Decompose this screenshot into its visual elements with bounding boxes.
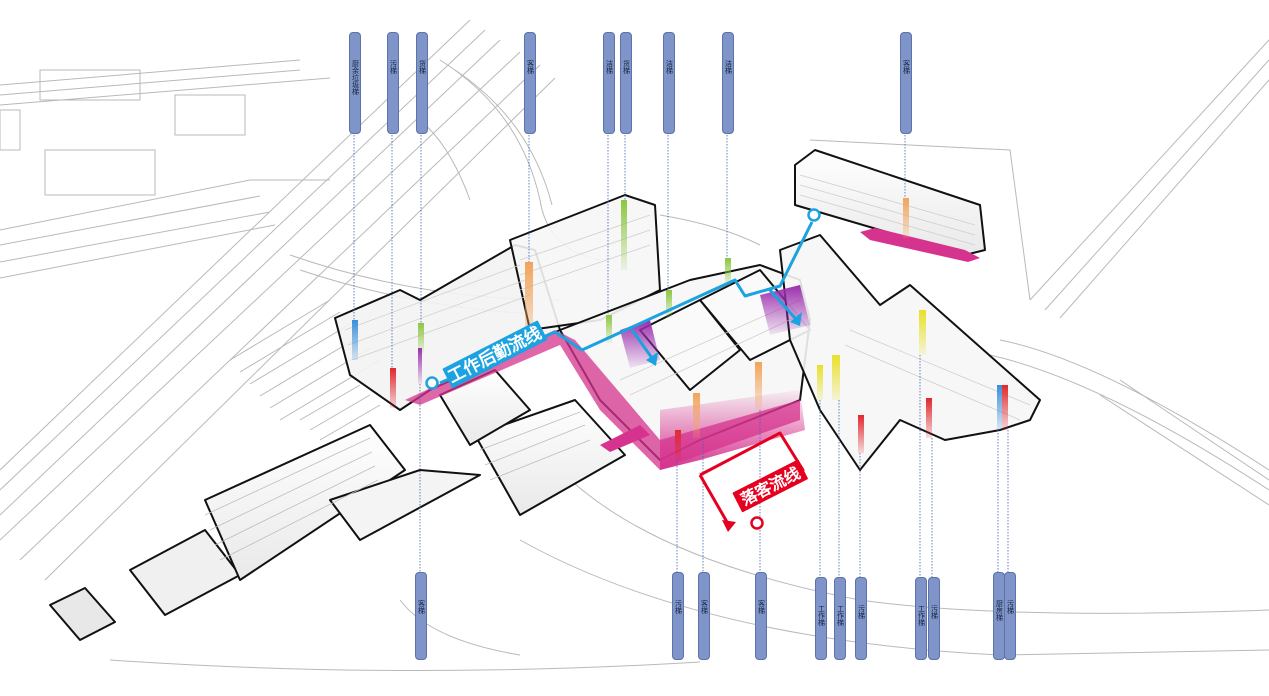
tag-passenger-elevator: 客梯 bbox=[524, 32, 536, 134]
tag-freight-elevator: 货梯 bbox=[620, 32, 632, 134]
tag-dirty-elevator: 污梯 bbox=[387, 32, 399, 134]
tag-passenger-elevator: 客梯 bbox=[415, 572, 427, 660]
staff-flow-start-marker bbox=[425, 376, 439, 390]
staff-flow-end-marker bbox=[807, 208, 821, 222]
tag-clean-elevator: 洁梯 bbox=[663, 32, 675, 134]
tag-dirty-elevator: 污梯 bbox=[928, 577, 940, 660]
tag-dirty-elevator: 污梯 bbox=[855, 577, 867, 660]
visitor-flow-end-marker bbox=[750, 516, 764, 530]
tag-staff-elevator: 工作梯 bbox=[815, 577, 827, 660]
staff-flow-route bbox=[439, 221, 814, 385]
tag-passenger-elevator: 客梯 bbox=[755, 572, 767, 660]
lower-blocks bbox=[49, 369, 626, 641]
tag-passenger-elevator: 客梯 bbox=[698, 572, 710, 660]
tag-passenger-elevator: 客梯 bbox=[900, 32, 912, 134]
tag-clean-elevator: 洁梯 bbox=[603, 32, 615, 134]
tag-staff-elevator: 工作梯 bbox=[834, 577, 846, 660]
service-path bbox=[405, 228, 980, 470]
tag-staff-elevator: 工作梯 bbox=[915, 577, 927, 660]
leader-lines bbox=[353, 132, 1009, 577]
visitor-flow-arrow bbox=[722, 520, 736, 532]
tag-dirty-elevator: 污梯 bbox=[672, 572, 684, 660]
tag-dirty-elevator: 污梯 bbox=[1004, 572, 1016, 660]
staff-flow-arrows bbox=[646, 312, 802, 366]
tag-freight-elevator: 货梯 bbox=[416, 32, 428, 134]
tag-clean-elevator: 洁梯 bbox=[722, 32, 734, 134]
visitor-flow-label-group: 落客流线 bbox=[732, 459, 808, 513]
elevator-cores bbox=[352, 198, 1008, 460]
tag-kitchen-waste-elevator: 厨余垃圾梯 bbox=[349, 32, 361, 134]
